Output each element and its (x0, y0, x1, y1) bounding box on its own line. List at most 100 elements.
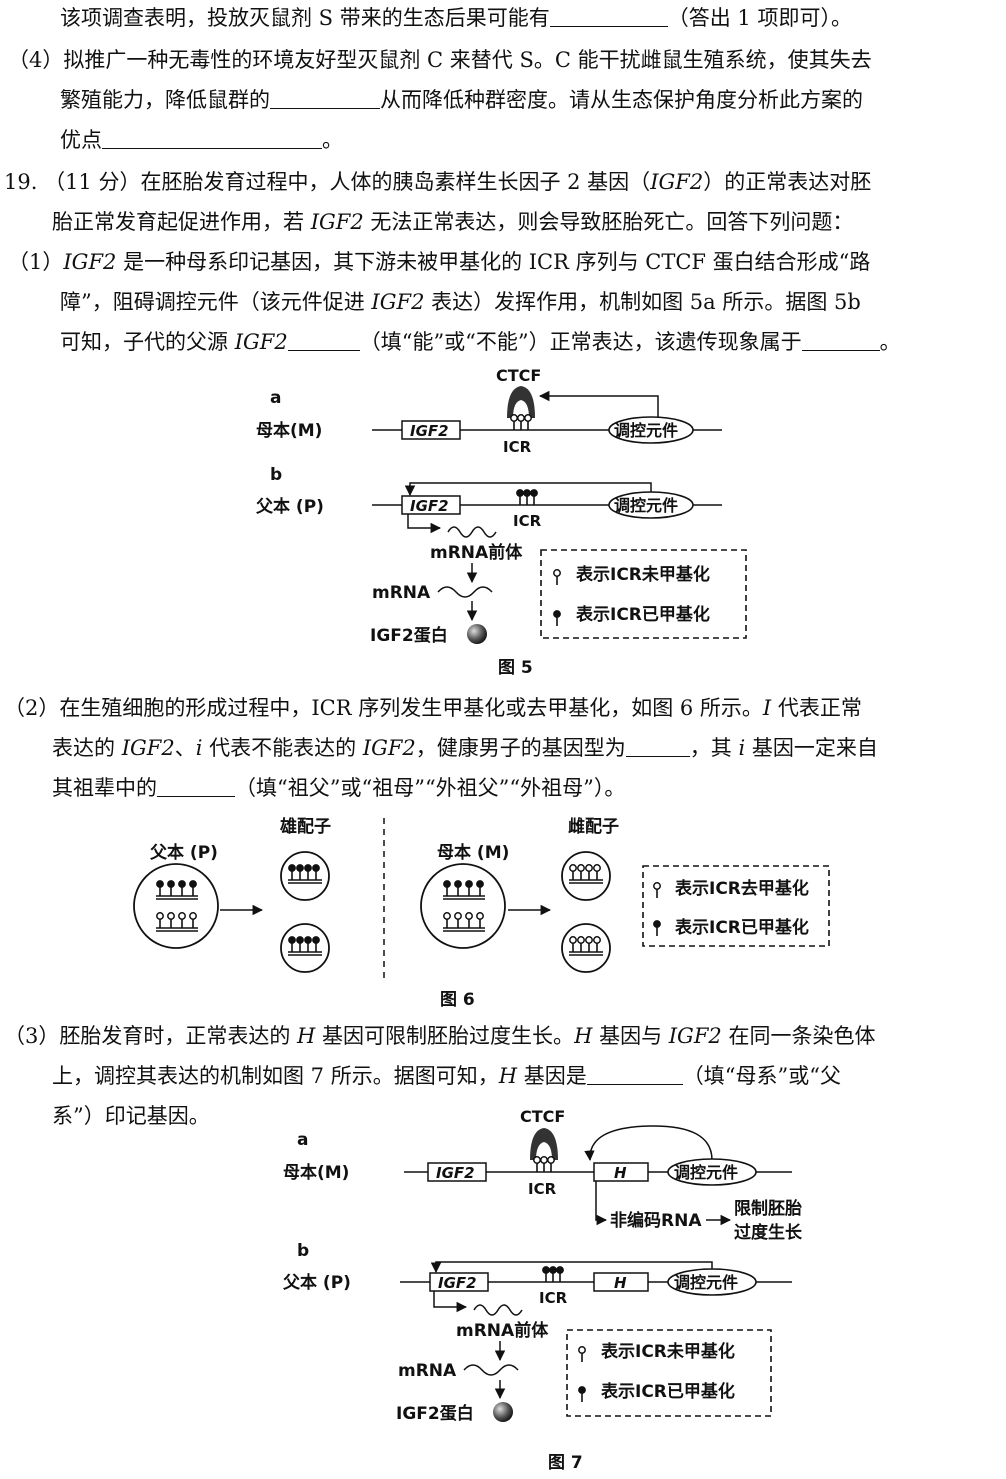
text: 胎正常发育起促进作用，若 (52, 210, 311, 234)
fig7-h-box-m (593, 1162, 649, 1182)
fig6-legend-methylated: 表示ICR已甲基化 (675, 917, 809, 938)
answer-blank[interactable] (625, 736, 690, 757)
gene-name: IGF2 (362, 736, 416, 760)
text: 基因一定来自 (745, 736, 878, 760)
text: 、 (174, 736, 196, 760)
text: 19. （11 分）在胚胎发育过程中，人体的胰岛素样生长因子 2 基因（ (4, 170, 651, 194)
text: 其祖辈中的 (52, 776, 157, 800)
text: 繁殖能力，降低鼠群的 (60, 88, 270, 112)
fig5-blocked-arrow (538, 390, 659, 418)
text: 基因与 (592, 1024, 669, 1048)
text: （填“母系”或“父 (682, 1064, 841, 1088)
fig6-male-gamete-1 (280, 851, 330, 901)
fig5-igf2-box-p (401, 495, 461, 515)
text: 优点 (60, 128, 102, 152)
fig7-ctcf-label: CTCF (520, 1107, 565, 1126)
q19-part1-line3: 可知，子代的父源 IGF2（填“能”或“不能”）正常表达，该遗传现象属于。 (60, 328, 901, 356)
fig7-element-m (667, 1158, 757, 1186)
q19-head-line2: 胎正常发育起促进作用，若 IGF2 无法正常表达，则会导致胚胎死亡。回答下列问题… (52, 208, 853, 236)
fig7-paternal-label: 父本 (P) (282, 1272, 351, 1293)
text: 表达）发挥作用，机制如图 5a 所示。据图 5b (424, 290, 861, 314)
answer-blank[interactable] (801, 330, 880, 351)
fig7-label-b: b (297, 1241, 309, 1261)
q18-line1: 该项调查表明，投放灭鼠剂 S 带来的生态后果可能有（答出 1 项即可）。 (60, 4, 852, 32)
fig6-legend-box (642, 865, 830, 947)
gene-name: H (574, 1024, 593, 1048)
fig7-activation-arrow-p (430, 1261, 713, 1274)
gene-name: H (498, 1064, 518, 1088)
gene-name: H (297, 1024, 316, 1048)
fig5-element-p (608, 491, 694, 519)
text: 在同一条染色体 (721, 1024, 876, 1048)
fig7-element-text: 调控元件 (674, 1163, 738, 1182)
text: 。 (322, 128, 343, 152)
text: （填“能”或“不能”）正常表达，该遗传现象属于 (359, 330, 802, 354)
q19-part3-line2: 上，调控其表达的机制如图 7 所示。据图可知，H 基因是（填“母系”或“父 (52, 1062, 841, 1090)
gene-name: IGF2 (63, 250, 117, 274)
fig7-limit-line1: 限制胚胎 (734, 1198, 802, 1219)
text: ，其 (689, 736, 739, 760)
answer-blank[interactable] (102, 128, 322, 149)
answer-blank[interactable] (549, 6, 668, 27)
fig7-icr-label: ICR (528, 1180, 557, 1198)
fig6-male-gamete-label: 雄配子 (279, 816, 331, 837)
q19-head-line1: 19. （11 分）在胚胎发育过程中，人体的胰岛素样生长因子 2 基因（IGF2… (4, 168, 871, 196)
fig6-female-gamete-1 (561, 851, 611, 901)
fig5-label-a: a (270, 388, 281, 408)
gene-name: IGF2 (650, 170, 704, 194)
fig7-igf2-text-p: IGF2 (438, 1274, 477, 1292)
fig7-icr-label-p: ICR (539, 1289, 568, 1307)
fig6-paternal-label: 父本 (P) (149, 842, 218, 863)
figure-7: a 母本(M) IGF2 CTCF ICR H 调控元件 非编码RNA 限制胚胎… (282, 1107, 803, 1473)
fig5-igf2-text: IGF2 (410, 422, 449, 440)
fig5-paternal-label: 父本 (P) (255, 496, 324, 517)
text: 基因可限制胚胎过度生长。 (315, 1024, 575, 1048)
text: （4）拟推广一种无毒性的环境友好型灭鼠剂 C 来替代 S。C 能干扰雌鼠生殖系统… (8, 48, 872, 72)
text: 该项调查表明，投放灭鼠剂 S 带来的生态后果可能有 (60, 6, 550, 30)
q19-part2-line3: 其祖辈中的（填“祖父”或“祖母”“外祖父”“外祖母”）。 (52, 774, 625, 802)
fig6-female-gamete-label: 雌配子 (568, 816, 619, 837)
q18-part4-line3: 优点 。 (60, 126, 343, 154)
answer-blank[interactable] (157, 776, 235, 797)
fig5-legend-unmethylated: 表示ICR未甲基化 (576, 564, 710, 585)
fig7-label-a: a (297, 1130, 308, 1150)
text: 代表正常 (771, 696, 862, 720)
fig5-icr-label-p: ICR (513, 512, 542, 530)
allele-name: i (738, 736, 746, 760)
fig5-icr-label: ICR (503, 438, 532, 456)
fig7-h-text-p: H (614, 1274, 627, 1292)
q19-part1-line1: （1）IGF2 是一种母系印记基因，其下游未被甲基化的 ICR 序列与 CTCF… (8, 248, 870, 276)
q18-part4-line1: （4）拟推广一种无毒性的环境友好型灭鼠剂 C 来替代 S。C 能干扰雌鼠生殖系统… (8, 46, 872, 74)
fig5-maternal-label: 母本(M) (256, 420, 322, 441)
fig5-caption: 图 5 (498, 658, 533, 678)
answer-blank[interactable] (270, 88, 380, 109)
fig5-igf2-text-p: IGF2 (410, 497, 449, 515)
answer-blank[interactable] (586, 1064, 683, 1085)
gene-name: IGF2 (234, 330, 288, 354)
fig6-paternal-cell (133, 863, 219, 949)
q19-part3-line1: （3）胚胎发育时，正常表达的 H 基因可限制胚胎过度生长。H 基因与 IGF2 … (4, 1022, 875, 1050)
text: ）的正常表达对胚 (703, 170, 872, 194)
fig5-transcription-arrow (407, 514, 442, 534)
fig7-legend-methylated: 表示ICR已甲基化 (601, 1381, 735, 1402)
text: 基因是 (517, 1064, 587, 1088)
fig5-label-b: b (270, 465, 282, 485)
fig5-protein-label: IGF2蛋白 (370, 625, 448, 646)
gene-name: IGF2 (371, 290, 425, 314)
text: 无法正常表达，则会导致胚胎死亡。回答下列问题： (363, 210, 854, 234)
fig7-activation-arc (584, 1125, 713, 1162)
fig7-limit-line2: 过度生长 (734, 1222, 803, 1243)
answer-blank[interactable] (287, 330, 360, 351)
fig7-element-text-p: 调控元件 (674, 1273, 738, 1292)
fig7-h-text: H (614, 1164, 627, 1182)
fig7-pre-mrna-label: mRNA前体 (456, 1320, 549, 1341)
fig7-maternal-label: 母本(M) (283, 1162, 349, 1183)
text: 系”）印记基因。 (52, 1104, 210, 1128)
fig5-mrna-label: mRNA (372, 583, 431, 603)
fig6-female-gamete-2 (561, 923, 611, 973)
text: 障”，阻碍调控元件（该元件促进 (60, 290, 372, 314)
gene-name: IGF2 (310, 210, 364, 234)
fig5-activation-arrow (404, 482, 652, 497)
text: 从而降低种群密度。请从生态保护角度分析此方案的 (380, 88, 863, 112)
